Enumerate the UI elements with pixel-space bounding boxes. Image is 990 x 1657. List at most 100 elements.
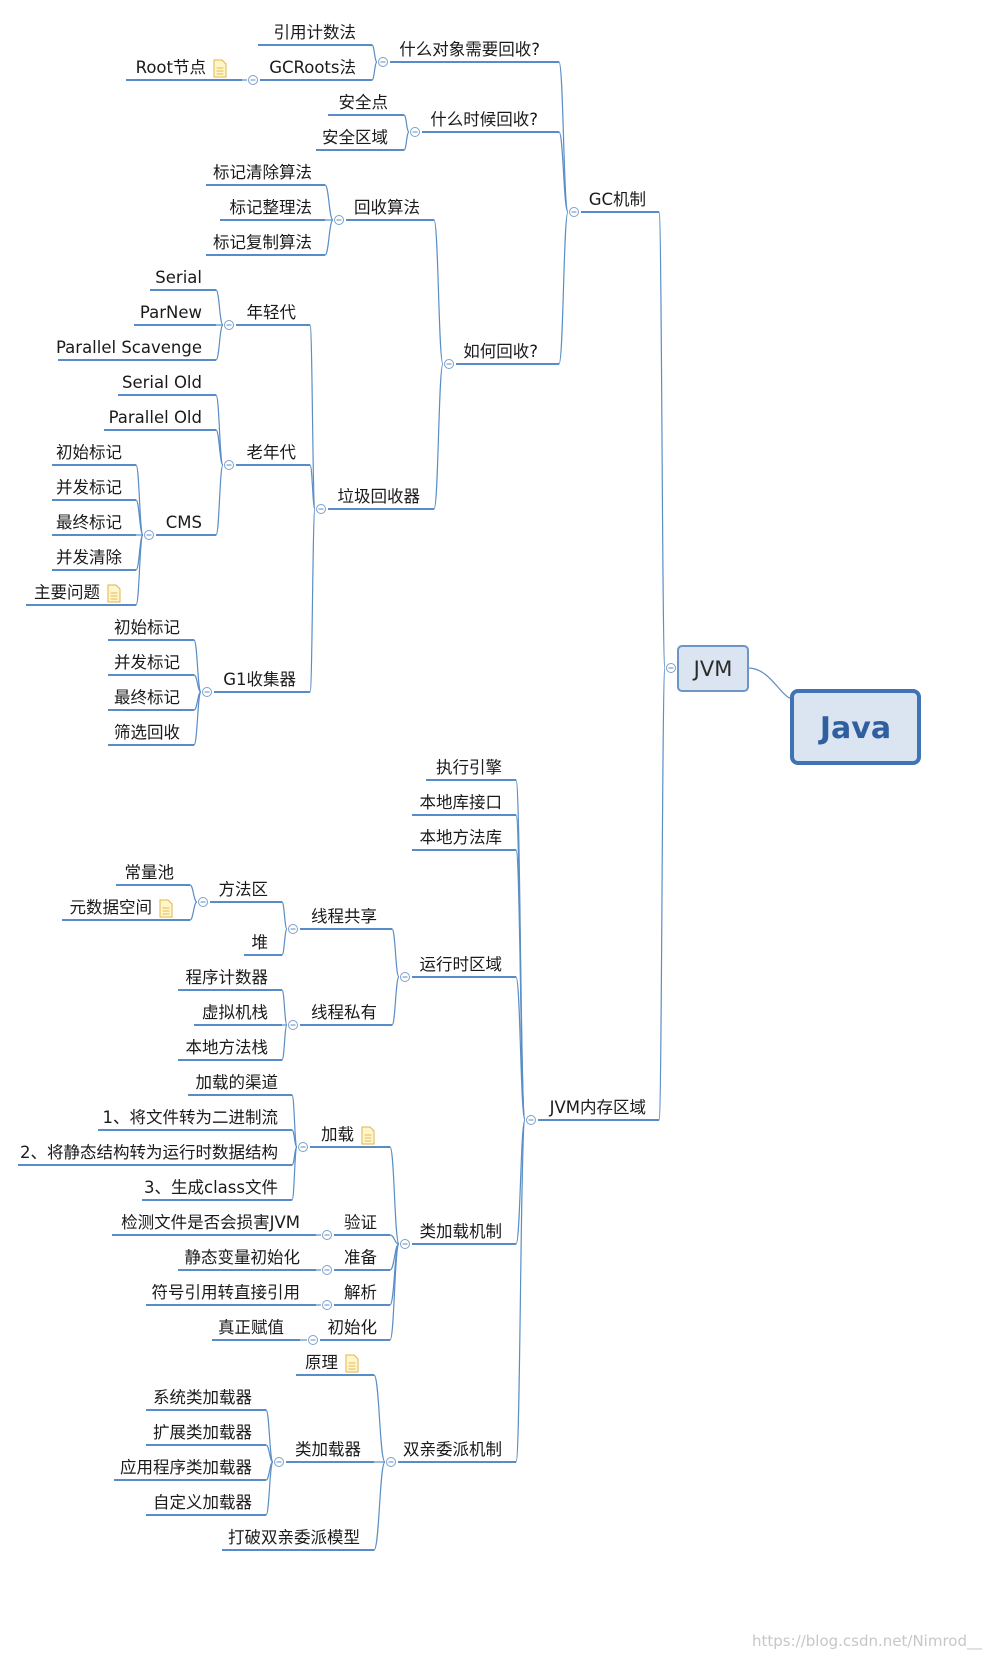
collapse-icon[interactable] bbox=[334, 215, 344, 225]
collapse-icon[interactable] bbox=[444, 359, 454, 369]
node-label-loaders[interactable]: 类加载器 bbox=[295, 1440, 362, 1459]
node-label-heap[interactable]: 堆 bbox=[252, 933, 269, 952]
node-label-verify1[interactable]: 检测文件是否会损害JVM bbox=[121, 1213, 300, 1232]
node-label-cms3[interactable]: 最终标记 bbox=[56, 513, 122, 532]
node-label-serial[interactable]: Serial bbox=[155, 268, 202, 287]
collapse-icon[interactable] bbox=[224, 460, 234, 470]
node-label-classload[interactable]: 类加载机制 bbox=[420, 1222, 503, 1241]
collapse-icon[interactable] bbox=[322, 1265, 332, 1275]
note-icon[interactable] bbox=[159, 899, 173, 918]
collapse-icon[interactable] bbox=[386, 1457, 396, 1467]
node-label-when[interactable]: 什么时候回收? bbox=[430, 110, 538, 129]
node-label-g1[interactable]: G1收集器 bbox=[223, 670, 296, 689]
collapse-icon[interactable] bbox=[202, 687, 212, 697]
collapse-icon[interactable] bbox=[569, 207, 579, 217]
node-label-load2[interactable]: 1、将文件转为二进制流 bbox=[103, 1108, 279, 1127]
node-label-markcompact[interactable]: 标记整理法 bbox=[230, 198, 313, 217]
node-label-gcroots[interactable]: GCRoots法 bbox=[269, 58, 356, 77]
node-label-saferegion[interactable]: 安全区域 bbox=[322, 128, 388, 147]
note-icon[interactable] bbox=[361, 1126, 375, 1145]
node-label-cms2[interactable]: 并发标记 bbox=[56, 478, 122, 497]
node-label-serialold[interactable]: Serial Old bbox=[122, 373, 202, 392]
collapse-icon[interactable] bbox=[378, 57, 388, 67]
node-label-young[interactable]: 年轻代 bbox=[247, 303, 297, 322]
node-label-g14[interactable]: 筛选回收 bbox=[114, 723, 180, 742]
node-label-load1[interactable]: 加载的渠道 bbox=[196, 1073, 279, 1092]
node-label-safepoint[interactable]: 安全点 bbox=[339, 93, 389, 112]
node-label-private[interactable]: 线程私有 bbox=[311, 1003, 377, 1022]
node-label-parent[interactable]: 双亲委派机制 bbox=[403, 1440, 502, 1459]
node-label-constpool[interactable]: 常量池 bbox=[125, 863, 175, 882]
node-label-gc[interactable]: GC机制 bbox=[589, 190, 646, 209]
node-label-g11[interactable]: 初始标记 bbox=[114, 618, 180, 637]
collapse-icon[interactable] bbox=[298, 1142, 308, 1152]
node-label-init1[interactable]: 真正赋值 bbox=[218, 1318, 284, 1337]
node-label-nstack[interactable]: 本地方法栈 bbox=[186, 1038, 269, 1057]
node-label-load[interactable]: 加载 bbox=[321, 1125, 354, 1144]
node-label-resolve[interactable]: 解析 bbox=[344, 1283, 377, 1302]
node-label-vmstack[interactable]: 虚拟机栈 bbox=[202, 1003, 268, 1022]
collapse-icon[interactable] bbox=[316, 504, 326, 514]
node-label-nativeif[interactable]: 本地库接口 bbox=[420, 793, 503, 812]
node-label-pc[interactable]: 程序计数器 bbox=[186, 968, 269, 987]
node-label-cms1[interactable]: 初始标记 bbox=[56, 443, 122, 462]
node-label-metaspace[interactable]: 元数据空间 bbox=[70, 898, 153, 917]
node-label-load4[interactable]: 3、生成class文件 bbox=[144, 1178, 278, 1197]
jvm-node-box[interactable] bbox=[677, 645, 749, 692]
collapse-icon[interactable] bbox=[144, 530, 154, 540]
collapse-icon[interactable] bbox=[274, 1457, 284, 1467]
node-label-prepare1[interactable]: 静态变量初始化 bbox=[185, 1248, 301, 1267]
node-label-jvmmem[interactable]: JVM内存区域 bbox=[549, 1098, 646, 1117]
node-label-load3[interactable]: 2、将静态结构转为运行时数据结构 bbox=[20, 1143, 278, 1162]
node-label-principle[interactable]: 原理 bbox=[305, 1353, 338, 1372]
note-icon[interactable] bbox=[107, 584, 121, 603]
node-label-cms[interactable]: CMS bbox=[166, 513, 202, 532]
node-label-old[interactable]: 老年代 bbox=[247, 443, 297, 462]
collapse-icon[interactable] bbox=[288, 1020, 298, 1030]
node-label-pscav[interactable]: Parallel Scavenge bbox=[56, 338, 202, 357]
collapse-icon[interactable] bbox=[288, 924, 298, 934]
node-label-break[interactable]: 打破双亲委派模型 bbox=[228, 1528, 360, 1547]
node-label-verify[interactable]: 验证 bbox=[344, 1213, 377, 1232]
collapse-icon[interactable] bbox=[322, 1230, 332, 1240]
collapse-icon[interactable] bbox=[526, 1115, 536, 1125]
node-label-l4[interactable]: 自定义加载器 bbox=[153, 1493, 253, 1512]
node-label-runtime[interactable]: 运行时区域 bbox=[420, 955, 503, 974]
node-label-shared[interactable]: 线程共享 bbox=[311, 907, 377, 926]
note-icon[interactable] bbox=[345, 1354, 359, 1373]
note-icon[interactable] bbox=[213, 59, 227, 78]
node-label-cms4[interactable]: 并发清除 bbox=[56, 548, 123, 567]
collapse-icon[interactable] bbox=[248, 75, 258, 85]
node-label-parnew[interactable]: ParNew bbox=[140, 303, 202, 322]
node-label-markcopy[interactable]: 标记复制算法 bbox=[213, 233, 312, 252]
node-label-collectors[interactable]: 垃圾回收器 bbox=[338, 487, 421, 506]
collapse-icon[interactable] bbox=[666, 663, 676, 673]
node-label-resolve1[interactable]: 符号引用转直接引用 bbox=[152, 1283, 301, 1302]
node-label-algo[interactable]: 回收算法 bbox=[354, 198, 420, 217]
collapse-icon[interactable] bbox=[410, 127, 420, 137]
node-label-how[interactable]: 如何回收? bbox=[463, 342, 538, 361]
collapse-icon[interactable] bbox=[400, 972, 410, 982]
node-label-method[interactable]: 方法区 bbox=[219, 880, 269, 899]
node-label-g13[interactable]: 最终标记 bbox=[114, 688, 180, 707]
node-label-g12[interactable]: 并发标记 bbox=[114, 653, 180, 672]
collapse-icon[interactable] bbox=[308, 1335, 318, 1345]
node-label-cms5[interactable]: 主要问题 bbox=[34, 583, 100, 602]
root-node-box[interactable] bbox=[790, 689, 921, 765]
node-label-marksweep[interactable]: 标记清除算法 bbox=[213, 163, 312, 182]
node-label-parold[interactable]: Parallel Old bbox=[109, 408, 202, 427]
node-label-init[interactable]: 初始化 bbox=[328, 1318, 378, 1337]
collapse-icon[interactable] bbox=[198, 897, 208, 907]
node-label-rootnode[interactable]: Root节点 bbox=[136, 58, 206, 77]
node-label-l1[interactable]: 系统类加载器 bbox=[153, 1388, 253, 1407]
node-label-refcount[interactable]: 引用计数法 bbox=[274, 23, 357, 42]
collapse-icon[interactable] bbox=[224, 320, 234, 330]
node-label-engine[interactable]: 执行引擎 bbox=[436, 758, 502, 777]
node-label-prepare[interactable]: 准备 bbox=[344, 1248, 378, 1267]
collapse-icon[interactable] bbox=[322, 1300, 332, 1310]
collapse-icon[interactable] bbox=[400, 1239, 410, 1249]
node-label-whatobj[interactable]: 什么对象需要回收? bbox=[399, 40, 540, 59]
node-label-l3[interactable]: 应用程序类加载器 bbox=[120, 1458, 253, 1477]
node-label-nativelib[interactable]: 本地方法库 bbox=[420, 828, 503, 847]
node-label-l2[interactable]: 扩展类加载器 bbox=[153, 1423, 253, 1442]
